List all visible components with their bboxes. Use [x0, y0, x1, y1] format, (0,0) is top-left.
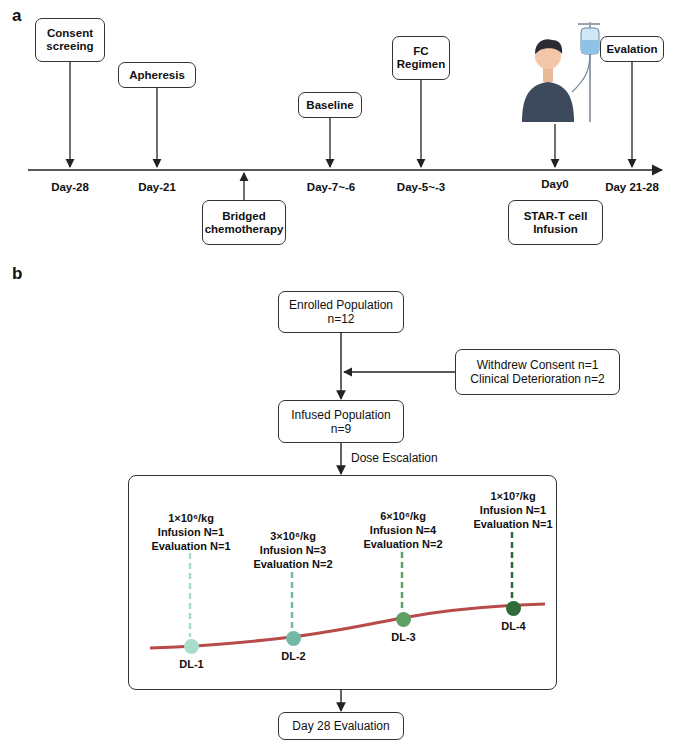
- dose-level-marker: DL-3: [396, 612, 411, 627]
- dose-level-label: DL-1: [168, 658, 215, 670]
- dose-detail: Infusion N=1: [458, 503, 568, 517]
- dose-level-label: DL-4: [490, 620, 537, 632]
- time-point: Day-28: [30, 181, 110, 193]
- timeline-pointer: [329, 118, 330, 167]
- timeline-pointer: [554, 124, 555, 167]
- node-text: Day 28 Evaluation: [292, 719, 389, 733]
- timeline-pointer: [156, 88, 157, 167]
- process-box: FC Regimen: [392, 36, 450, 80]
- node-text: Infused Population n=9: [281, 408, 401, 436]
- timeline-pointer: [631, 62, 632, 167]
- process-box: Day 28 Evaluation: [278, 712, 404, 740]
- dose-leader: [189, 553, 192, 637]
- dose-level-marker: DL-1: [184, 639, 199, 654]
- process-box: Apheresis: [118, 62, 196, 88]
- dose-detail: 1×10⁷/kg: [458, 489, 568, 503]
- dose-detail: Evaluation N=1: [136, 539, 246, 553]
- process-box: Infused Population n=9: [278, 400, 404, 443]
- edge-label: Dose Escalation: [351, 451, 438, 465]
- process-box: Baseline: [298, 92, 362, 118]
- time-point: Day-7~-6: [291, 181, 371, 193]
- escalation-curve: [150, 604, 545, 648]
- timeline-pointer: [243, 173, 244, 200]
- flow-arrow: [340, 443, 341, 474]
- dose-level-label: DL-3: [380, 631, 427, 643]
- process-box: Evalation: [600, 36, 664, 62]
- node-text: Enrolled Population n=12: [281, 298, 401, 326]
- dose-leader: [511, 532, 514, 599]
- dose-detail: Infusion N=4: [348, 523, 458, 537]
- dose-level-label: DL-2: [270, 650, 317, 662]
- dose-detail: 3×10⁶/kg: [238, 529, 348, 543]
- panel-letter: a: [12, 6, 21, 26]
- dose-leader: [401, 552, 404, 610]
- time-point: Day 21-28: [592, 181, 672, 193]
- node-text: Apheresis: [129, 69, 185, 82]
- timeline-pointer: [69, 62, 70, 167]
- time-point: Day-5~-3: [381, 181, 461, 193]
- flow-arrow: [340, 690, 341, 711]
- dose-detail: Evaluation N=2: [348, 537, 458, 551]
- node-text: FC Regimen: [395, 45, 447, 71]
- time-point: Day-21: [117, 181, 197, 193]
- node-text: Bridged chemotherapy: [205, 210, 284, 236]
- dose-detail: 6×10⁶/kg: [348, 509, 458, 523]
- process-box: Bridged chemotherapy: [202, 200, 286, 245]
- node-text: Withdrew Consent n=1: [477, 358, 599, 372]
- node-text: Baseline: [306, 99, 353, 112]
- patient-illustration: [522, 22, 600, 122]
- exclusion-arrow: [344, 371, 455, 372]
- dose-detail: Infusion N=3: [238, 543, 348, 557]
- dose-detail: 1×10⁶/kg: [136, 511, 246, 525]
- timeline-pointer: [420, 80, 421, 167]
- process-box: Consent screeing: [35, 18, 105, 62]
- dose-detail: Evaluation N=1: [458, 517, 568, 531]
- dose-detail: Evaluation N=2: [238, 557, 348, 571]
- panel-letter: b: [12, 264, 22, 284]
- time-point: Day0: [515, 178, 595, 190]
- dose-detail: Infusion N=1: [136, 525, 246, 539]
- dose-level-marker: DL-4: [506, 601, 521, 616]
- process-box: Withdrew Consent n=1Clinical Deteriorati…: [455, 349, 620, 395]
- group-box: 1×10⁶/kgInfusion N=1Evaluation N=13×10⁶/…: [128, 475, 557, 690]
- timeline-axis: [28, 169, 662, 171]
- process-box: Enrolled Population n=12: [278, 291, 404, 333]
- node-text: Evalation: [606, 43, 657, 56]
- dose-level-marker: DL-2: [286, 631, 301, 646]
- flow-arrow: [340, 333, 341, 399]
- process-box: STAR-T cell Infusion: [508, 200, 603, 245]
- node-text: Clinical Deterioration n=2: [470, 372, 604, 386]
- dose-leader: [291, 572, 294, 629]
- node-text: STAR-T cell Infusion: [511, 210, 600, 236]
- node-text: Consent screeing: [38, 27, 102, 53]
